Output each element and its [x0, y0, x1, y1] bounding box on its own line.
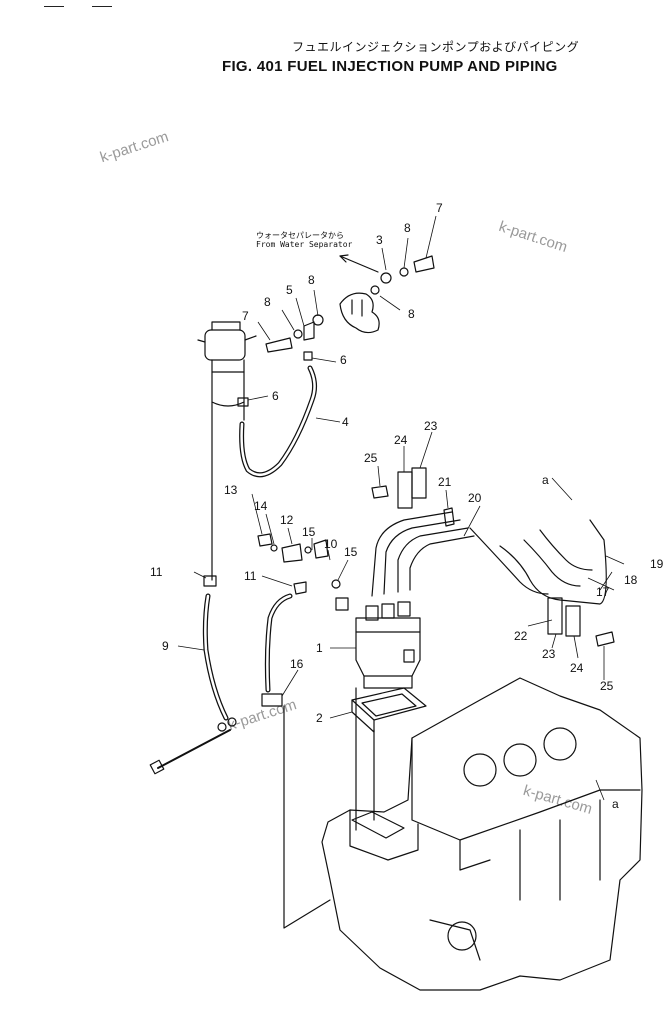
callout-label: 18: [624, 573, 638, 587]
callout-label: 22: [514, 629, 528, 643]
callout-label: 2: [316, 711, 323, 725]
fuel-filter: [197, 321, 257, 407]
callout-label: 6: [340, 353, 347, 367]
callout-label: 24: [394, 433, 408, 447]
feed-pump: [339, 292, 380, 334]
callout-label: 15: [302, 525, 316, 539]
injection-pipes: [371, 511, 607, 605]
callout-label: 14: [254, 499, 268, 513]
figure-title-japanese: フュエルインジェクションポンプおよびパイピング: [292, 40, 580, 54]
callout-label: 13: [224, 483, 238, 497]
clamp-bracket: [411, 467, 427, 499]
callout-label: 7: [242, 309, 249, 323]
callout-label: 16: [290, 657, 304, 671]
callout-label: 1: [316, 641, 323, 655]
water-separator-note-japanese: ウォータセパレータから: [256, 231, 344, 240]
gasket-plate: [351, 687, 427, 733]
callout-label: 23: [542, 647, 556, 661]
corner-mark: [44, 6, 64, 7]
callout-label: 25: [600, 679, 614, 693]
engine-block: [321, 677, 643, 991]
callout-label: 19: [650, 557, 664, 571]
callout-label: 24: [570, 661, 584, 675]
callout-label: 21: [438, 475, 452, 489]
callout-label: 15: [344, 545, 358, 559]
callout-label: 17: [596, 585, 610, 599]
water-separator-note: From Water Separator: [256, 240, 353, 249]
callout-label: 12: [280, 513, 294, 527]
injection-pump: [355, 601, 421, 689]
callout-label: 6: [272, 389, 279, 403]
callout-label: 23: [424, 419, 438, 433]
callout-label: 8: [264, 295, 271, 309]
callout-labels: 7 8 3 8 8 5 8 7 6 6 4 23 24 25 21 20 a 1…: [150, 201, 664, 811]
callout-label: 25: [364, 451, 378, 465]
corner-mark: [92, 6, 112, 7]
callout-label: 11: [244, 569, 257, 583]
clamp-bracket: [397, 471, 413, 509]
long-bolt: [157, 729, 231, 769]
callout-label: 8: [408, 307, 415, 321]
callout-label: a: [612, 797, 619, 811]
callout-label: 9: [162, 639, 169, 653]
callout-label: a: [542, 473, 549, 487]
clamp-bracket: [547, 597, 563, 635]
inlet-arrow: [339, 255, 379, 273]
clamp-bracket: [565, 605, 581, 637]
callout-label: 5: [286, 283, 293, 297]
callout-label: 8: [404, 221, 411, 235]
callout-label: 7: [436, 201, 443, 215]
callout-label: 20: [468, 491, 482, 505]
callout-label: 11: [150, 565, 163, 579]
figure-title: FIG. 401 FUEL INJECTION PUMP AND PIPING: [222, 58, 558, 75]
fuel-hose-long: [202, 593, 229, 721]
callout-label: 10: [324, 537, 338, 551]
callout-label: 3: [376, 233, 383, 247]
callout-label: 4: [342, 415, 349, 429]
callout-label: 8: [308, 273, 315, 287]
